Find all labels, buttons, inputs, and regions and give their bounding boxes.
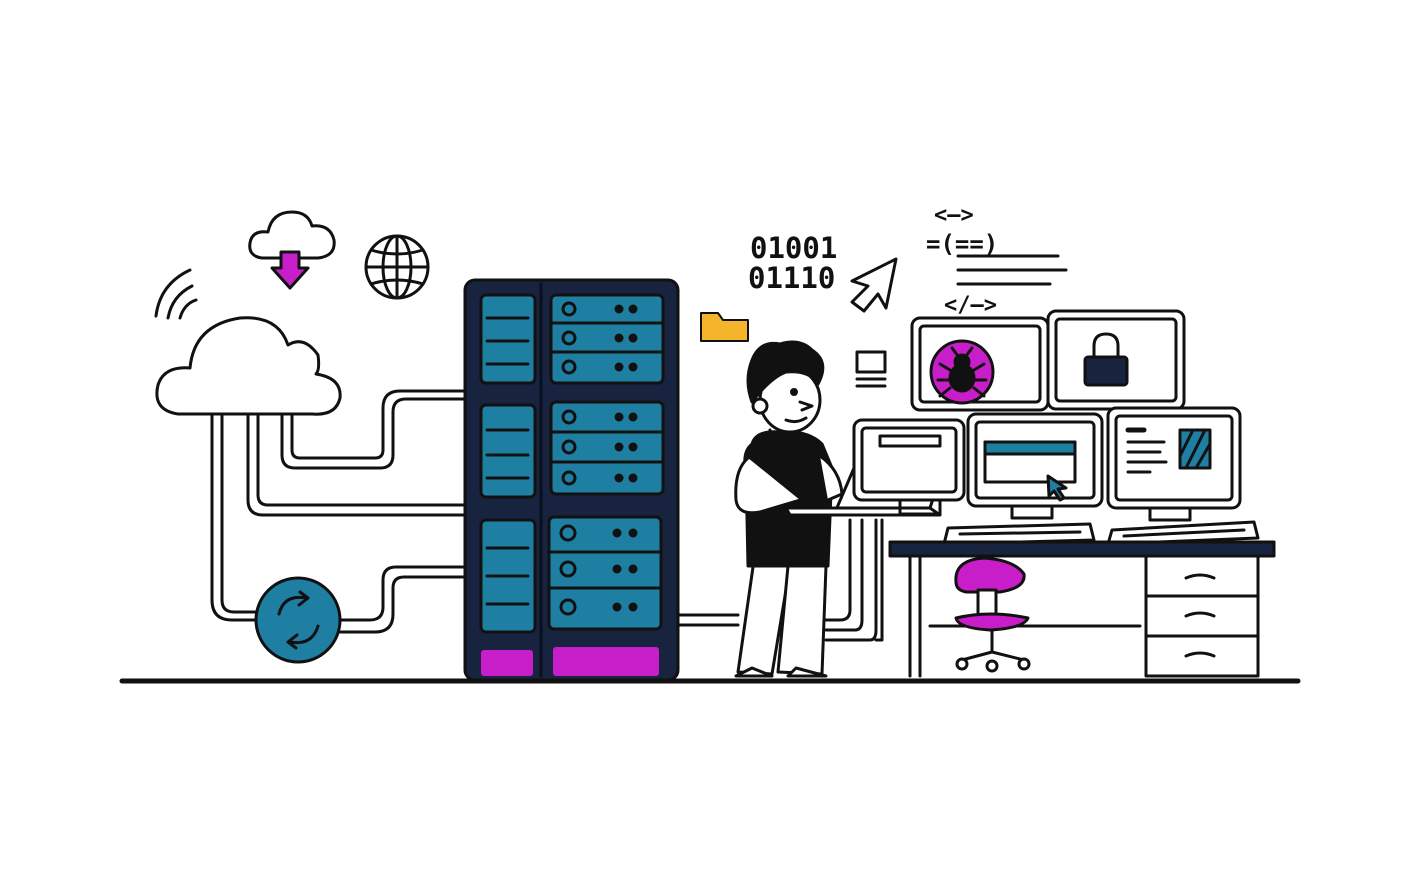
code-tag-close: </—>	[944, 293, 997, 318]
mini-window-icon	[855, 350, 887, 388]
monitor-wall	[852, 309, 1242, 522]
binary-code-line: 01110	[748, 261, 835, 295]
binary-code-line: 01001	[750, 231, 837, 265]
folder-icon	[700, 312, 749, 342]
code-expression: =(==)	[926, 230, 998, 258]
server-rack	[463, 278, 680, 682]
server-unit	[479, 293, 665, 385]
sync-icon	[254, 576, 342, 664]
desk	[888, 540, 1276, 678]
server-unit	[479, 515, 663, 634]
rack-base-panel	[553, 647, 659, 676]
office-chair	[954, 556, 1031, 673]
bug-icon	[929, 339, 995, 405]
network-cables	[210, 389, 884, 642]
cursor-icon	[1046, 474, 1068, 502]
globe-icon	[364, 234, 430, 300]
rack-base-panel	[481, 650, 533, 676]
lock-icon	[1083, 332, 1129, 387]
code-lines	[956, 254, 1068, 286]
wifi-icon	[154, 268, 198, 320]
code-tag-open: <—>	[934, 203, 974, 228]
keyboard	[942, 520, 1260, 546]
cursor-icon	[850, 257, 898, 313]
server-unit	[479, 400, 665, 499]
cloud-download-icon	[248, 210, 336, 290]
person	[734, 340, 844, 678]
cloud-icon	[155, 316, 342, 416]
